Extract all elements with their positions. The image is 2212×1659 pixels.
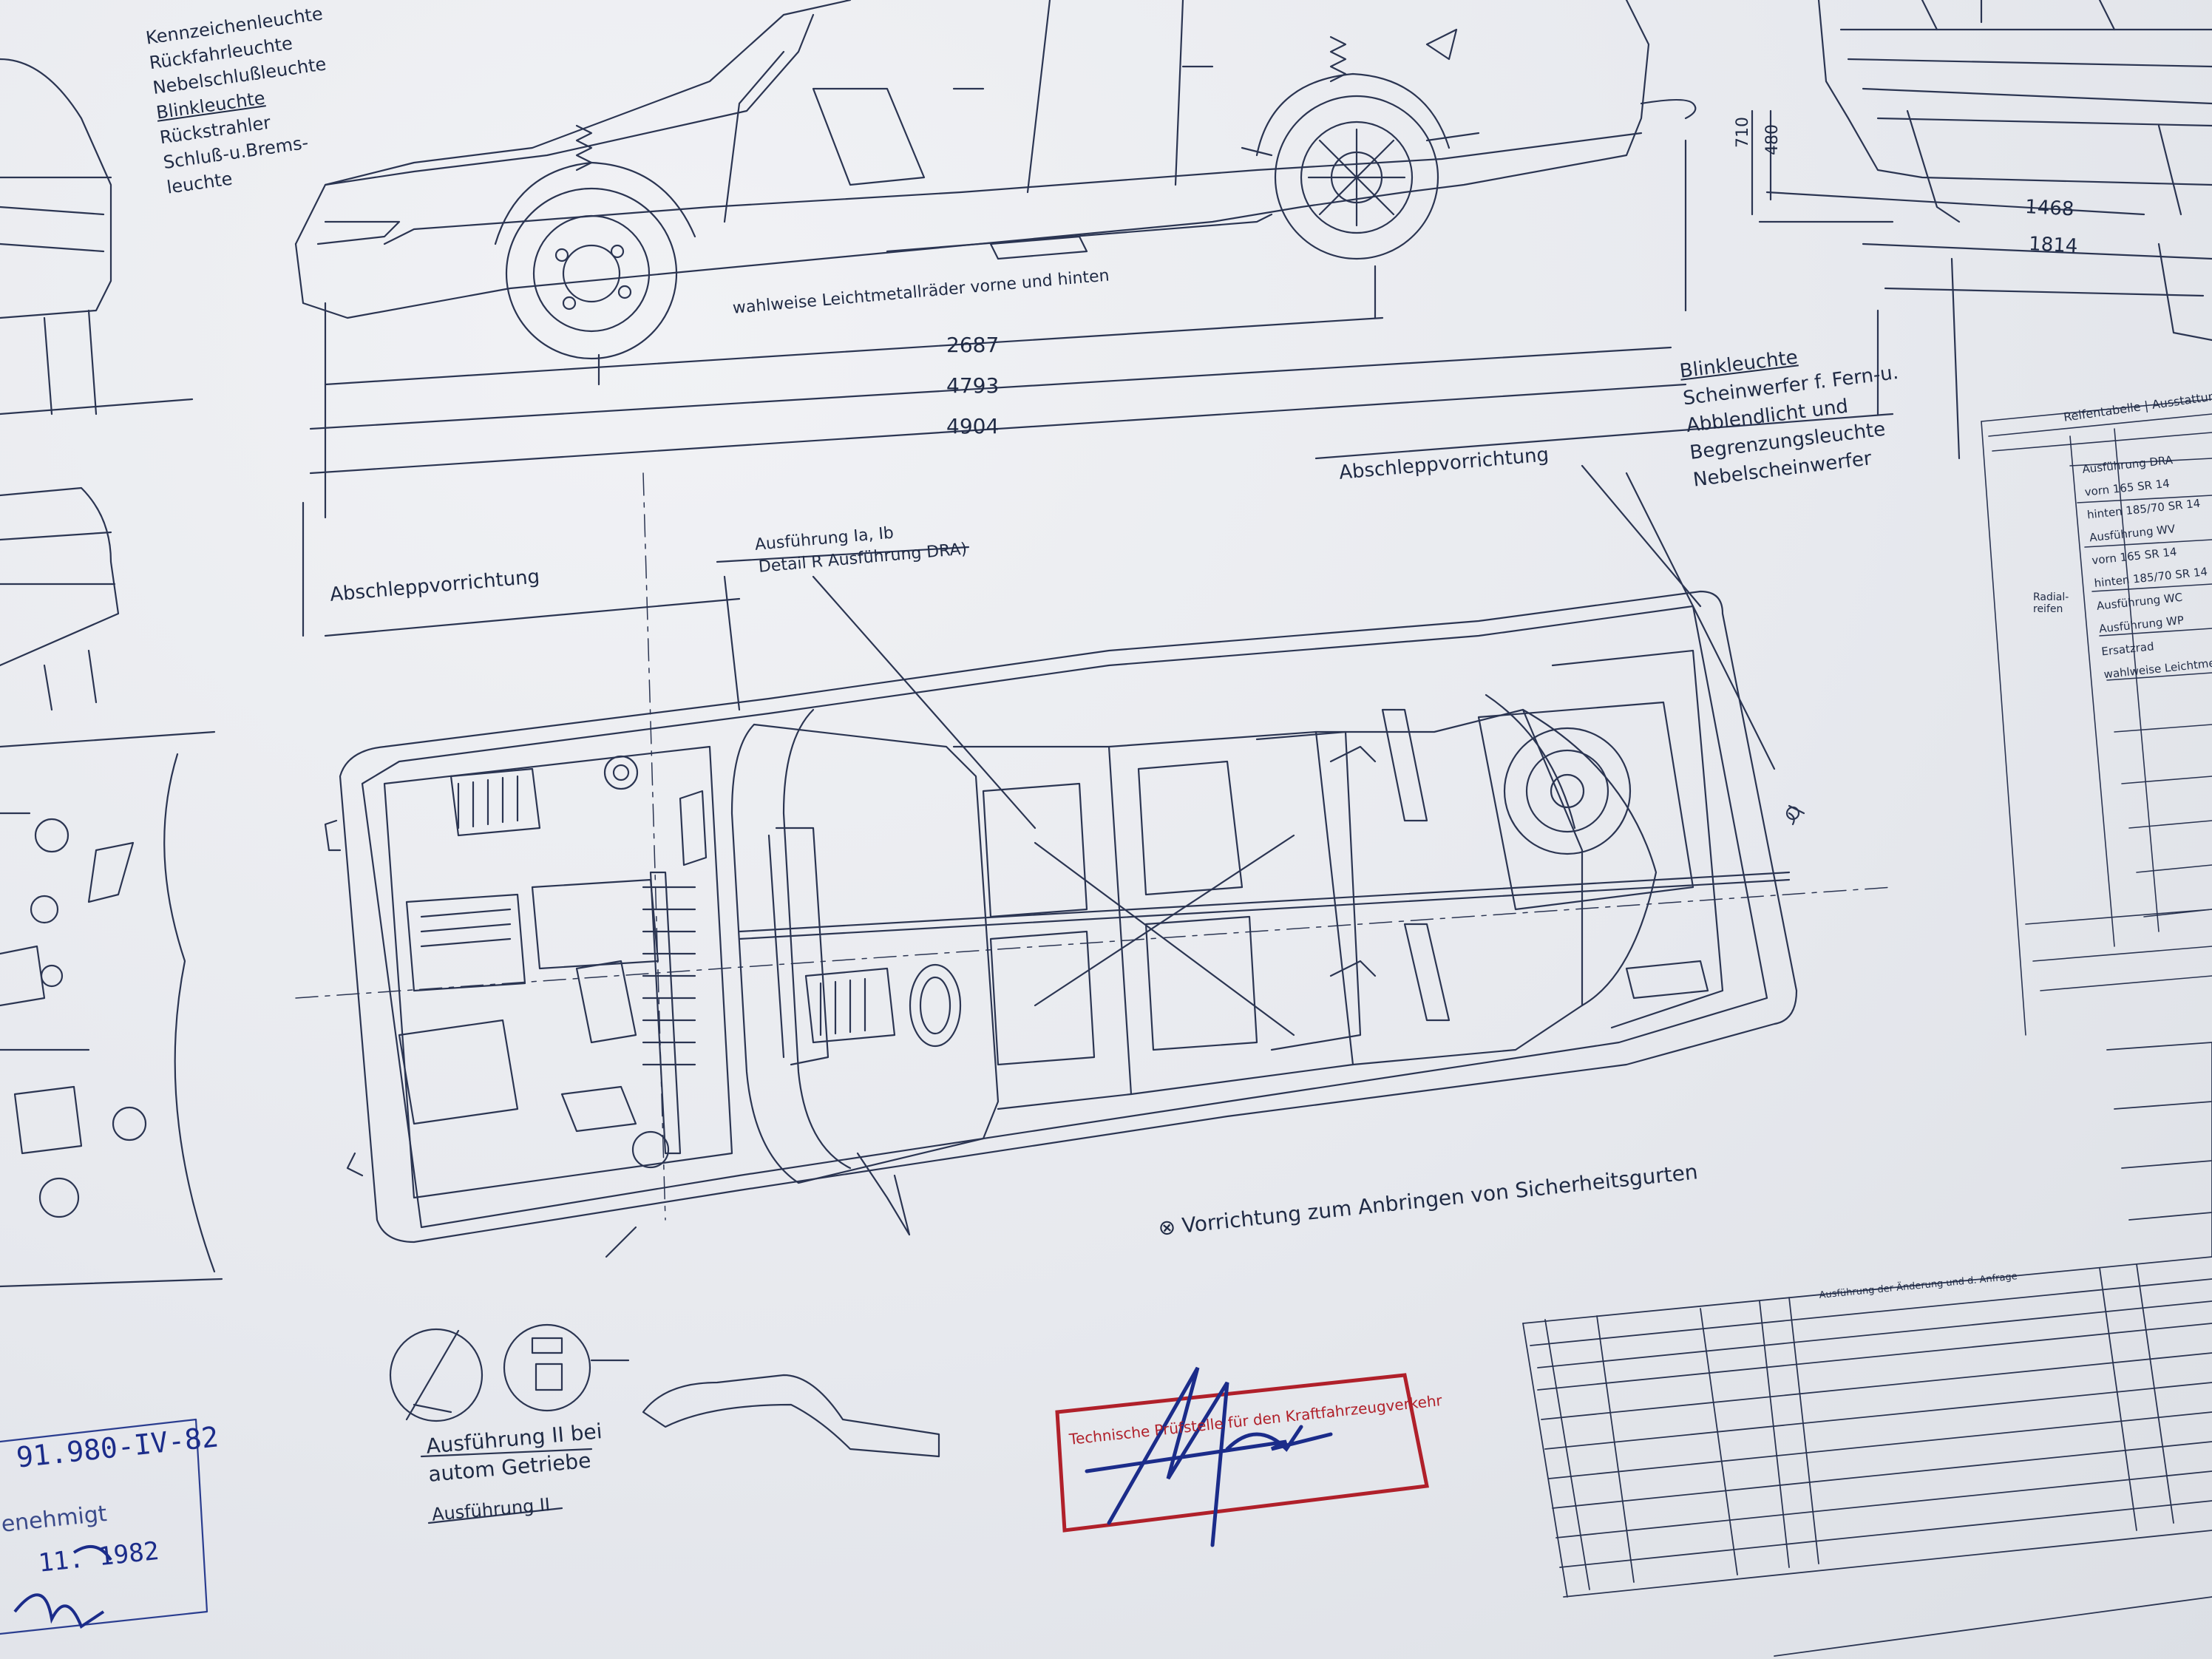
height-dimension-480: 480 — [1763, 124, 1782, 155]
tire-table-rows: Ausführung DRA vorn 165 SR 14 hinten 185… — [2081, 441, 2212, 686]
dimension-wheelbase: 2687 — [946, 333, 1000, 357]
front-track-dimension: 1468 — [2024, 196, 2075, 221]
signature — [1085, 1366, 1333, 1547]
underside-detail-drawing — [0, 730, 223, 1288]
front-view-car — [1765, 0, 2212, 415]
legend-front-lights: Blinkleuchte Scheinwerfer f. Fern-u. Abb… — [1678, 332, 1910, 494]
tire-table-lines — [1981, 398, 2212, 1036]
left-stamp-signature — [13, 1545, 112, 1629]
inspection-stamp-frame — [1055, 1373, 1429, 1533]
height-dimension-710: 710 — [1734, 117, 1752, 148]
rear-view-2-drawing — [0, 486, 120, 711]
side-view-car — [294, 0, 1961, 637]
rear-view-drawing — [0, 58, 194, 415]
dimension-length-2: 4904 — [946, 414, 1000, 438]
title-block-lines — [1522, 1042, 2212, 1657]
dimension-length-1: 4793 — [946, 373, 1000, 398]
detail-drawing — [389, 1226, 940, 1524]
top-view-car — [295, 464, 1893, 1244]
approval-stamp-box — [0, 1418, 208, 1635]
front-width-dimension: 1814 — [2028, 233, 2079, 258]
legend-rear-lights: Kennzeichenleuchte Rückfahrleuchte Nebel… — [144, 1, 345, 200]
tire-table-radial-label: Radial-reifen — [2033, 591, 2069, 615]
